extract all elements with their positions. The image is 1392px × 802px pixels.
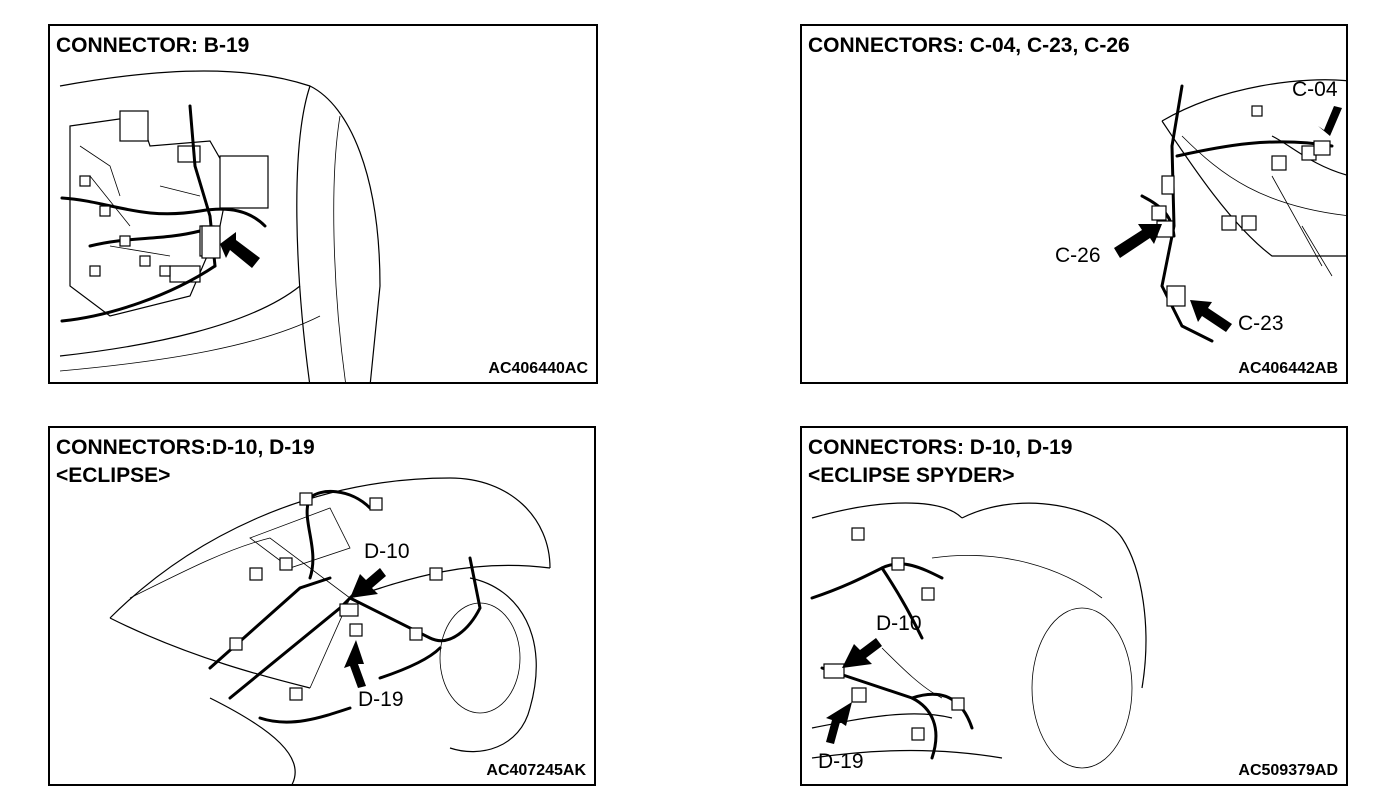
figure-code: AC407245AK bbox=[486, 762, 586, 779]
diagram-panel-b19: CONNECTOR: B-19 AC406440AC bbox=[48, 24, 598, 384]
figure-code: AC509379AD bbox=[1238, 762, 1338, 779]
arrow-c23 bbox=[1190, 300, 1232, 332]
panel-title: CONNECTORS: C-04, C-23, C-26 bbox=[808, 34, 1130, 57]
label-c04: C-04 bbox=[1292, 78, 1338, 101]
connector-c23 bbox=[1166, 285, 1186, 307]
connector-cluster bbox=[851, 527, 965, 741]
vehicle-body-illustration bbox=[109, 477, 551, 784]
figure-code: AC406442AB bbox=[1238, 360, 1338, 377]
connector-cluster bbox=[79, 175, 215, 277]
label-d10: D-10 bbox=[364, 540, 410, 563]
arrow-d19 bbox=[826, 702, 852, 744]
figure-code: AC406440AC bbox=[488, 360, 588, 377]
label-c26: C-26 bbox=[1055, 244, 1101, 267]
panel-title: CONNECTORS:D-10, D-19 <ECLIPSE> bbox=[56, 436, 315, 487]
vehicle-rear-illustration bbox=[810, 502, 1147, 769]
arrow-d10 bbox=[350, 568, 386, 598]
connector-cluster bbox=[1151, 105, 1317, 231]
connector-b19 bbox=[201, 225, 221, 259]
instrument-panel-illustration bbox=[1114, 79, 1346, 343]
connector-d10 bbox=[339, 603, 359, 617]
arrow-d10 bbox=[842, 638, 882, 668]
arrow-d19 bbox=[344, 640, 366, 688]
connector-d19 bbox=[851, 687, 867, 703]
connector-d19 bbox=[349, 623, 363, 637]
label-c23: C-23 bbox=[1238, 312, 1284, 335]
label-d19: D-19 bbox=[818, 750, 864, 773]
panel-title: CONNECTORS: D-10, D-19 <ECLIPSE SPYDER> bbox=[808, 436, 1073, 487]
panel-title: CONNECTOR: B-19 bbox=[56, 34, 250, 57]
connector-cluster bbox=[229, 492, 443, 701]
connector-d10 bbox=[823, 663, 845, 679]
arrow-c26 bbox=[1114, 224, 1162, 258]
diagram-panel-c04-c23-c26: CONNECTORS: C-04, C-23, C-26 C-04 C-26 C… bbox=[800, 24, 1348, 384]
diagram-panel-d10-d19-eclipse: CONNECTORS:D-10, D-19 <ECLIPSE> D-10 D-1… bbox=[48, 426, 596, 786]
arrow-c04 bbox=[1318, 106, 1342, 136]
label-d10: D-10 bbox=[876, 612, 922, 635]
connector-c04 bbox=[1313, 140, 1331, 156]
pointer-arrow bbox=[220, 232, 260, 268]
diagram-panel-d10-d19-spyder: CONNECTORS: D-10, D-19 <ECLIPSE SPYDER> … bbox=[800, 426, 1348, 786]
label-d19: D-19 bbox=[358, 688, 404, 711]
engine-bay-illustration bbox=[59, 70, 381, 382]
